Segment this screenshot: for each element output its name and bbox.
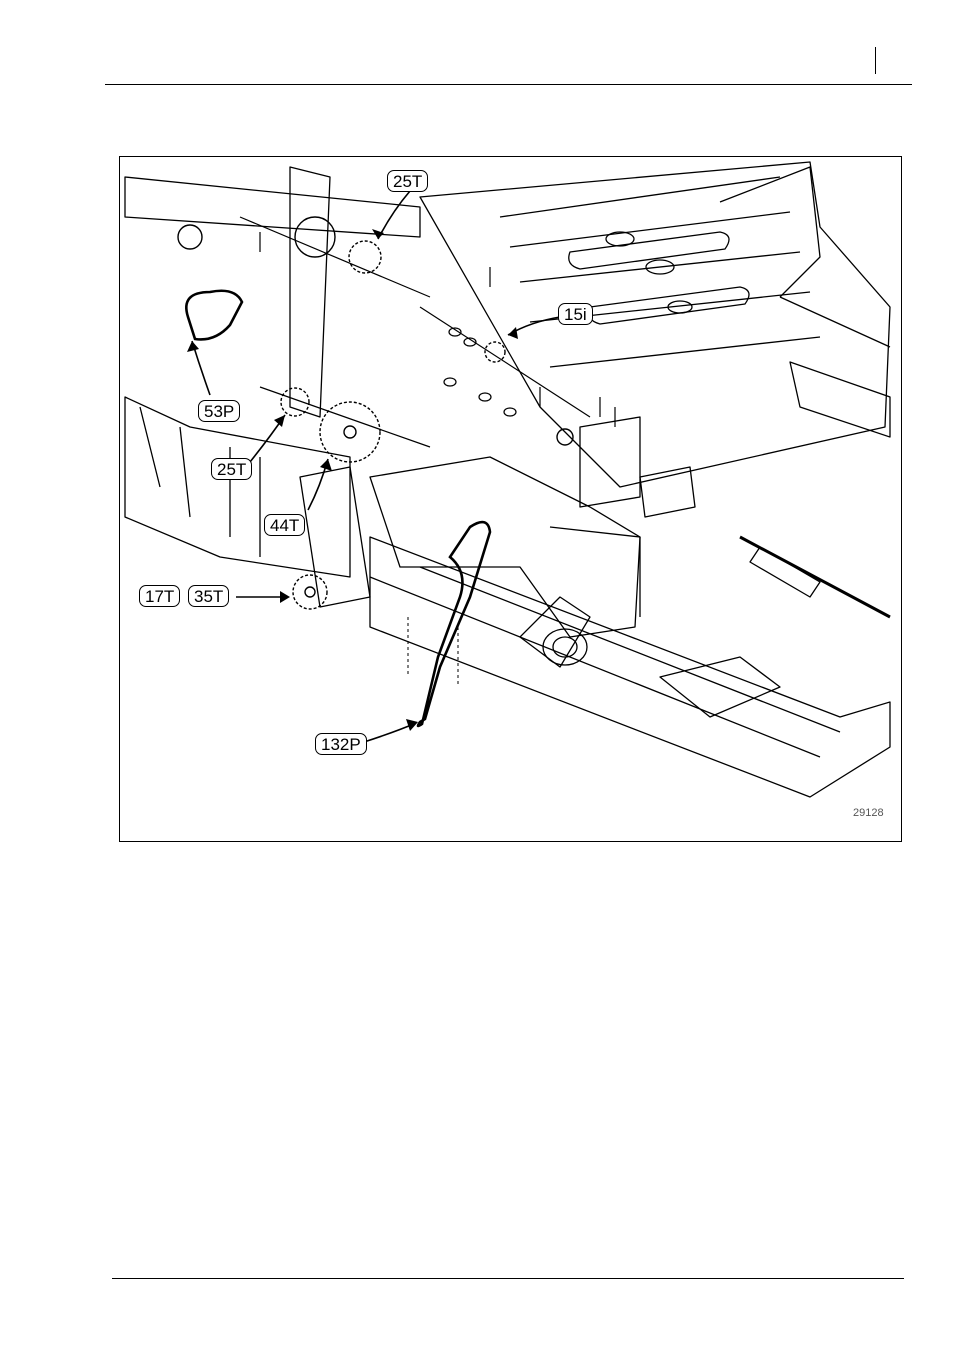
arm-gusset — [550, 527, 640, 617]
callout-44t: 44T — [264, 514, 305, 536]
washer-5 — [504, 408, 516, 416]
sprocket-lower — [293, 575, 327, 609]
frame-rails — [500, 177, 820, 367]
frame-outline — [420, 162, 890, 487]
arrowhead-17t35t — [280, 591, 290, 603]
callout-17t: 17T — [139, 585, 180, 607]
arrowhead-44t — [320, 459, 332, 471]
sprocket-15i — [485, 342, 505, 362]
left-housing — [125, 397, 350, 577]
arm-pivot-inner — [553, 637, 577, 657]
pulley-top — [295, 217, 335, 257]
drivetrain-drawing — [120, 157, 902, 842]
sprocket-25t-mid — [281, 388, 309, 416]
arrowhead-15i — [508, 327, 518, 339]
callout-53p: 53P — [198, 400, 240, 422]
drive-shaft-sleeve — [750, 547, 820, 597]
exploded-diagram-figure: 25T 15i 53P 25T 44T 17T 35T 132P 29128 — [119, 156, 902, 842]
shaft-mid — [260, 387, 430, 447]
chain-132p — [418, 522, 490, 726]
shaft-top — [240, 217, 430, 297]
callout-25t-top: 25T — [387, 170, 428, 192]
lower-arm — [300, 467, 370, 607]
callout-25t-mid: 25T — [211, 458, 252, 480]
arrowhead-53p — [187, 341, 199, 352]
sensor-box — [640, 467, 695, 517]
footer-rule — [112, 1278, 904, 1279]
chain-53p — [186, 291, 242, 340]
leader-132p — [364, 723, 416, 742]
bottom-beam-edge — [370, 567, 840, 757]
figure-number: 29128 — [853, 807, 884, 819]
frame-right-beam — [720, 167, 890, 347]
arrowhead-132p — [406, 719, 418, 731]
callout-15i: 15i — [558, 303, 593, 325]
sprocket-25t-top — [349, 241, 381, 273]
left-upright — [290, 167, 330, 417]
washer-4 — [479, 393, 491, 401]
arrowhead-25t-mid — [274, 415, 285, 427]
callout-132p: 132P — [315, 733, 367, 755]
washer-3 — [444, 378, 456, 386]
frame-hole-1 — [606, 232, 634, 246]
callout-35t: 35T — [188, 585, 229, 607]
arm-body — [370, 457, 640, 637]
bracket-plate — [580, 417, 640, 507]
bolt-1 — [260, 232, 615, 427]
left-top-frame — [125, 177, 420, 237]
sprocket-lower-hub — [305, 587, 315, 597]
cross-beam — [790, 362, 890, 437]
leader-25t-top — [378, 191, 410, 239]
header-rule — [105, 84, 912, 85]
pulley-left — [178, 225, 202, 249]
sprocket-44t-hub — [344, 426, 356, 438]
header-tick — [875, 47, 876, 74]
